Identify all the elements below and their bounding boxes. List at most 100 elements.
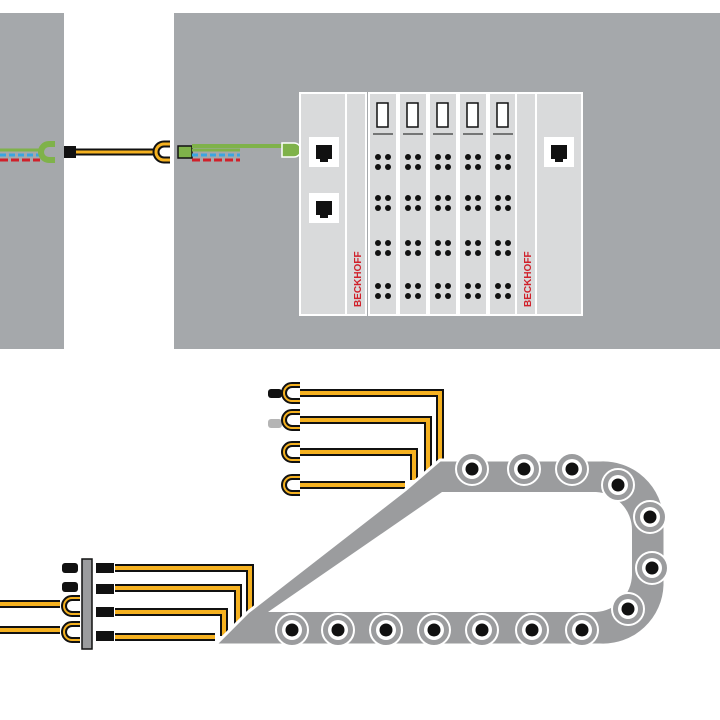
terminal-contact [445, 205, 451, 211]
terminal-contact [475, 164, 481, 170]
terminal-contact [375, 164, 381, 170]
terminal-contact [465, 164, 471, 170]
terminal-label-slot [466, 102, 479, 128]
chain-link [465, 613, 499, 647]
terminal-contact [435, 293, 441, 299]
terminal-contact [465, 250, 471, 256]
terminal-contact [385, 250, 391, 256]
terminal-contact [445, 195, 451, 201]
inter-cabinet-cable [0, 140, 302, 164]
wire-bundle-left [0, 148, 40, 162]
terminal-contact [375, 283, 381, 289]
terminal-contact [415, 250, 421, 256]
terminal-contact [505, 283, 511, 289]
terminal-contact [385, 195, 391, 201]
terminal-contact [405, 154, 411, 160]
terminal-contact [435, 240, 441, 246]
terminal-contact [375, 240, 381, 246]
terminal-contact [435, 195, 441, 201]
terminal-contact [445, 293, 451, 299]
terminal-contact [435, 283, 441, 289]
cable-plug-icon [281, 474, 300, 496]
terminal-contact [505, 154, 511, 160]
brand-label-coupler: BECKHOFF [353, 251, 364, 307]
chain-link [601, 468, 635, 502]
terminal-contact [435, 250, 441, 256]
terminal-contact [375, 250, 381, 256]
rj45-port-icon [309, 193, 339, 223]
terminal-label-slot [496, 102, 509, 128]
terminal-contact [415, 240, 421, 246]
end-terminal: BECKHOFF [515, 92, 583, 316]
io-terminal [368, 92, 398, 316]
rj45-port-icon [309, 137, 339, 167]
terminal-contact [375, 293, 381, 299]
terminal-label-slot [406, 102, 419, 128]
terminal-contact [505, 250, 511, 256]
terminal-contact [445, 240, 451, 246]
terminal-contact [475, 205, 481, 211]
terminal-contact [475, 240, 481, 246]
terminal-contact [495, 195, 501, 201]
terminal-contact [495, 293, 501, 299]
drag-chain-links [275, 452, 669, 647]
terminal-contact [495, 164, 501, 170]
bus-coupler-module: BECKHOFF [299, 92, 367, 316]
io-terminal-group [368, 92, 518, 316]
chain-link [611, 592, 645, 626]
terminal-contact [465, 240, 471, 246]
terminal-contact [445, 164, 451, 170]
terminal-contact [465, 195, 471, 201]
terminal-contact [385, 205, 391, 211]
chain-link [555, 452, 589, 486]
chain-link [515, 613, 549, 647]
terminal-contact [405, 283, 411, 289]
terminal-contact [495, 154, 501, 160]
terminal-contact [505, 293, 511, 299]
terminal-contact [385, 154, 391, 160]
terminal-contact [475, 195, 481, 201]
chain-link [455, 452, 489, 486]
terminal-contact [445, 283, 451, 289]
terminal-contact [415, 154, 421, 160]
chain-link [507, 452, 541, 486]
cable-plug-icon [268, 409, 300, 431]
terminal-contact [445, 154, 451, 160]
terminal-contact [405, 293, 411, 299]
terminal-contact [385, 283, 391, 289]
terminal-contact [385, 293, 391, 299]
terminal-contact [415, 205, 421, 211]
terminal-contact [505, 195, 511, 201]
rj45-port-icon [544, 137, 574, 167]
terminal-contact [385, 240, 391, 246]
feedthrough-bracket [81, 558, 114, 650]
terminal-contact [415, 283, 421, 289]
terminal-contact [405, 195, 411, 201]
terminal-contact [465, 154, 471, 160]
io-terminal [488, 92, 518, 316]
terminal-contact [435, 154, 441, 160]
terminal-contact [385, 164, 391, 170]
cable-plug-icon [281, 441, 300, 463]
terminal-contact [495, 283, 501, 289]
terminal-label-slot [436, 102, 449, 128]
chain-link [565, 613, 599, 647]
terminal-contact [405, 240, 411, 246]
terminal-contact [375, 195, 381, 201]
io-terminal [428, 92, 458, 316]
terminal-contact [505, 205, 511, 211]
terminal-contact [465, 293, 471, 299]
terminal-contact [505, 164, 511, 170]
terminal-contact [495, 240, 501, 246]
terminal-contact [415, 293, 421, 299]
terminal-contact [495, 205, 501, 211]
terminal-contact [505, 240, 511, 246]
brand-label-terminal: BECKHOFF [523, 251, 534, 307]
terminal-contact [475, 154, 481, 160]
io-terminal [458, 92, 488, 316]
upper-cable-group [268, 382, 444, 496]
terminal-contact [475, 293, 481, 299]
terminal-label-slot [376, 102, 389, 128]
terminal-contact [415, 195, 421, 201]
